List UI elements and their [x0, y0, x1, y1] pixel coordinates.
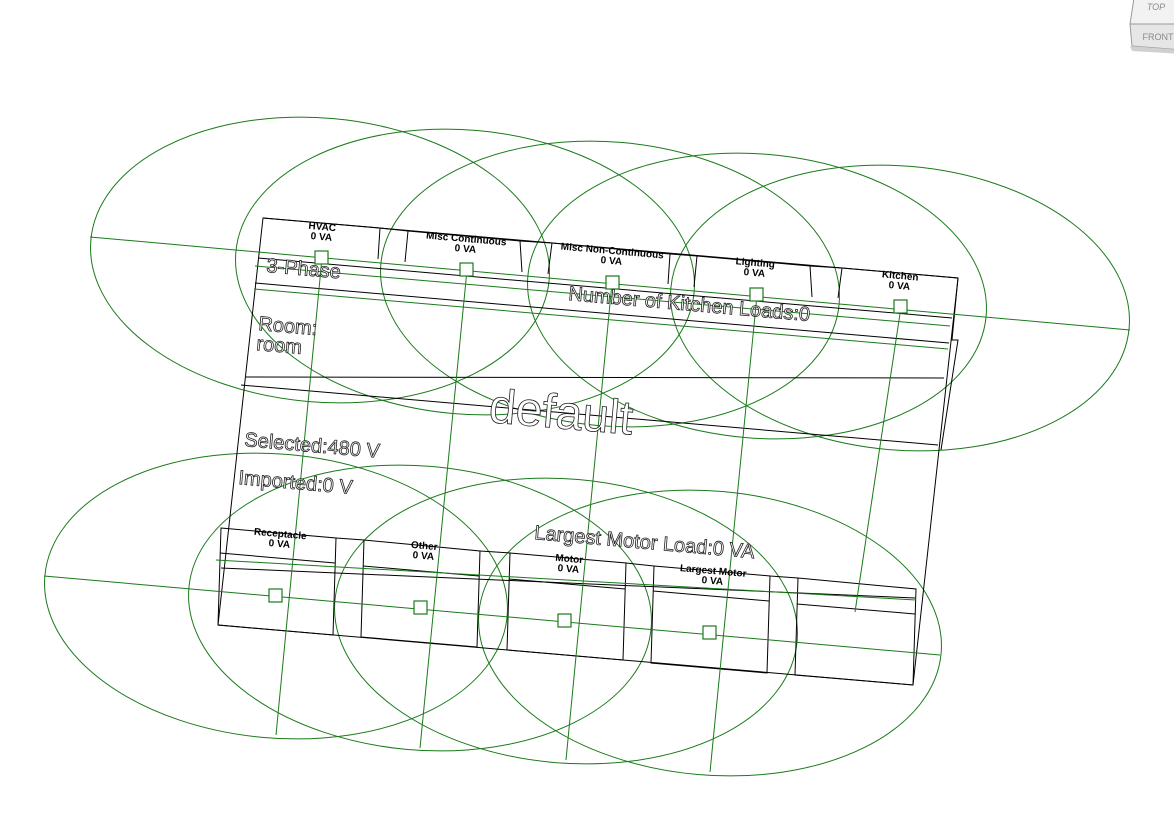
svg-text:0 VA: 0 VA — [412, 550, 434, 563]
svg-text:HVAC: HVAC — [308, 221, 336, 234]
top-connector-points[interactable] — [314, 250, 908, 314]
label-receptacle: Receptacle 0 VA — [253, 527, 307, 551]
top-connector-boxes — [262, 217, 959, 299]
connector-misc-continuous[interactable] — [459, 262, 474, 277]
view-cube-top-face[interactable] — [1129, 0, 1174, 25]
connector-axis-lines — [43, 236, 1131, 773]
svg-text:Receptacle: Receptacle — [253, 527, 307, 543]
imported-voltage: Imported:0 V — [238, 467, 355, 499]
label-kitchen: Kitchen 0 VA — [881, 269, 918, 293]
bottom-connector-boxes — [217, 527, 917, 686]
svg-text:Motor: Motor — [555, 553, 584, 566]
svg-text:0 VA: 0 VA — [743, 267, 765, 280]
connector-misc-non-continuous[interactable] — [605, 275, 620, 290]
svg-text:Kitchen: Kitchen — [881, 269, 918, 283]
connector-kitchen[interactable] — [893, 299, 908, 314]
svg-text:0 VA: 0 VA — [888, 280, 910, 293]
svg-text:0 VA: 0 VA — [454, 243, 476, 256]
label-largest-motor: Largest Motor 0 VA — [680, 563, 747, 588]
room-label: Room: — [258, 313, 319, 340]
label-misc-non-continuous: Misc Non-Continuous 0 VA — [560, 242, 664, 268]
view-cube[interactable]: TOP FRONT — [1124, 0, 1174, 58]
connector-largest-motor[interactable] — [702, 625, 717, 640]
svg-text:0 VA: 0 VA — [268, 538, 290, 551]
label-hvac: HVAC 0 VA — [308, 221, 336, 244]
phase-label: 3-Phase — [266, 255, 342, 283]
room-value: room — [256, 333, 303, 359]
label-lighting: Lighting 0 VA — [735, 256, 775, 280]
label-motor: Motor 0 VA — [555, 553, 584, 576]
panel-name: default — [487, 380, 635, 445]
view-cube-shadow — [1130, 46, 1174, 54]
view-cube-front-face[interactable] — [1129, 23, 1174, 50]
connector-other[interactable] — [413, 600, 428, 615]
svg-text:0 VA: 0 VA — [701, 575, 723, 588]
view-cube-top-label: TOP — [1147, 2, 1165, 12]
connector-motor[interactable] — [557, 613, 572, 628]
svg-text:Other: Other — [410, 540, 438, 553]
connector-receptacle[interactable] — [268, 588, 283, 603]
svg-text:0 VA: 0 VA — [600, 255, 622, 268]
bottom-connector-ellipses — [44, 452, 942, 777]
label-misc-continuous: Misc Continuous 0 VA — [426, 231, 508, 256]
connector-hvac[interactable] — [314, 250, 329, 265]
svg-text:0 VA: 0 VA — [310, 231, 332, 244]
connector-lighting[interactable] — [749, 287, 764, 302]
label-other: Other 0 VA — [410, 540, 438, 563]
svg-text:0 VA: 0 VA — [557, 563, 579, 576]
view-cube-front-label: FRONT — [1143, 32, 1174, 42]
svg-text:Lighting: Lighting — [735, 256, 775, 270]
bottom-connector-points[interactable] — [268, 588, 717, 640]
